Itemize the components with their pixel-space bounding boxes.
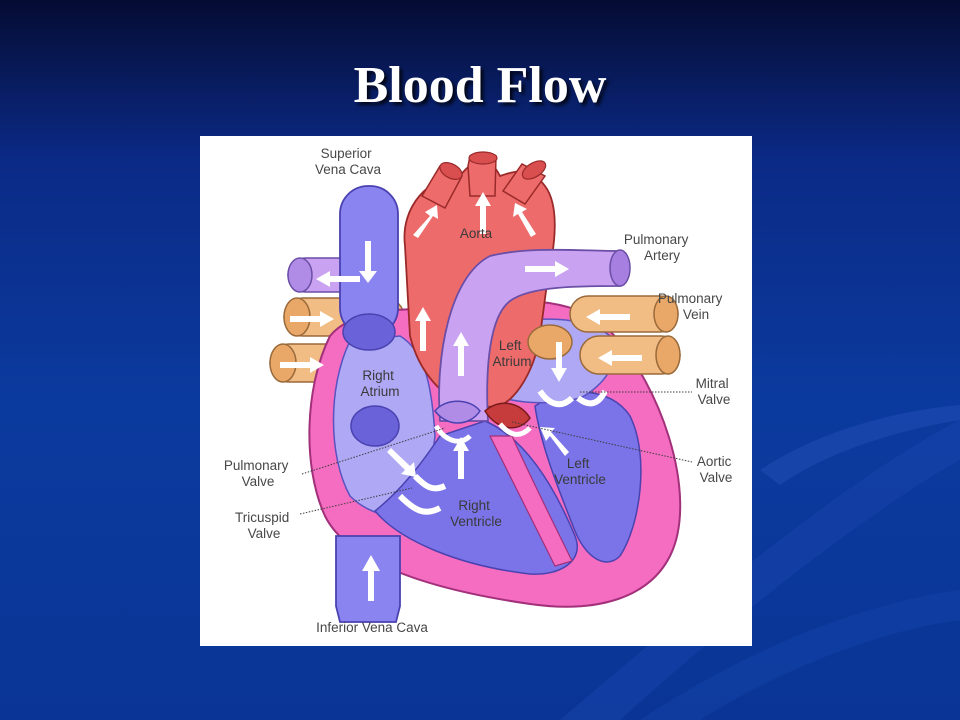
label-right-atrium-line1: Right <box>362 368 394 383</box>
svg-text:Right Atrium: Right Atrium <box>360 368 399 399</box>
label-left-ventricle-line2: Ventricle <box>554 472 606 487</box>
label-mitral-valve-line1: Mitral <box>696 376 729 391</box>
label-leader-lines <box>299 391 693 515</box>
label-superior-vena-cava-line2: Vena Cava <box>315 162 382 177</box>
heart-blood-flow-diagram: Superior Vena Cava Aorta Pulmonary Arter… <box>224 146 735 635</box>
slide-title: Blood Flow <box>353 57 607 114</box>
heart-septum <box>489 435 573 567</box>
svg-text:Right Ventricle: Right Ventricle <box>450 498 502 529</box>
label-right-ventricle-line1: Right <box>458 498 490 513</box>
label-pulmonary-valve-line2: Valve <box>242 474 275 489</box>
svg-text:Tricuspid Valve: Tricuspid Valve <box>235 510 293 541</box>
pulmonary-artery-opening <box>609 249 631 287</box>
svg-text:Left Atrium: Left Atrium <box>492 338 531 369</box>
heart-diagram-panel: Superior Vena Cava Aorta Pulmonary Arter… <box>200 136 752 646</box>
svg-text:Pulmonary Artery: Pulmonary Artery <box>624 232 692 263</box>
label-left-ventricle-line1: Left <box>567 456 590 471</box>
svg-text:Left Ventricle: Left Ventricle <box>554 456 606 487</box>
vena-cava <box>335 185 401 623</box>
label-aorta: Aorta <box>460 226 493 241</box>
label-aortic-valve-line2: Valve <box>700 470 733 485</box>
label-left-atrium-line2: Atrium <box>492 354 531 369</box>
label-right-atrium-line2: Atrium <box>360 384 399 399</box>
label-inferior-vena-cava: Inferior Vena Cava <box>316 620 428 635</box>
label-pulmonary-vein-line2: Vein <box>683 307 709 322</box>
svg-text:Pulmonary Valve: Pulmonary Valve <box>224 458 292 489</box>
label-tricuspid-valve-line1: Tricuspid <box>235 510 289 525</box>
right-ventricle-chamber <box>373 420 578 575</box>
label-left-atrium-line1: Left <box>499 338 522 353</box>
svg-text:Pulmonary Vein: Pulmonary Vein <box>658 291 726 322</box>
label-pulmonary-artery-line1: Pulmonary <box>624 232 689 247</box>
label-tricuspid-valve-line2: Valve <box>248 526 281 541</box>
aorta-branches <box>420 151 547 210</box>
label-pulmonary-artery-line2: Artery <box>644 248 680 263</box>
label-right-ventricle-line2: Ventricle <box>450 514 502 529</box>
label-mitral-valve-line2: Valve <box>698 392 731 407</box>
blood-flow-arrows <box>280 192 642 601</box>
valves <box>397 389 608 515</box>
svg-text:Aortic Valve: Aortic Valve <box>697 454 735 485</box>
label-pulmonary-vein-line1: Pulmonary <box>658 291 723 306</box>
label-aortic-valve-line1: Aortic <box>697 454 732 469</box>
svg-text:Inferior Vena Cava: Inferior Vena Cava <box>316 620 428 635</box>
svg-text:Superior Vena Cava: Superior Vena Cava <box>315 146 382 177</box>
svg-text:Aorta: Aorta <box>460 226 493 241</box>
left-ventricle-chamber <box>534 391 642 563</box>
label-superior-vena-cava-line1: Superior <box>321 146 373 161</box>
svg-text:Mitral Valve: Mitral Valve <box>696 376 733 407</box>
label-pulmonary-valve-line1: Pulmonary <box>224 458 289 473</box>
